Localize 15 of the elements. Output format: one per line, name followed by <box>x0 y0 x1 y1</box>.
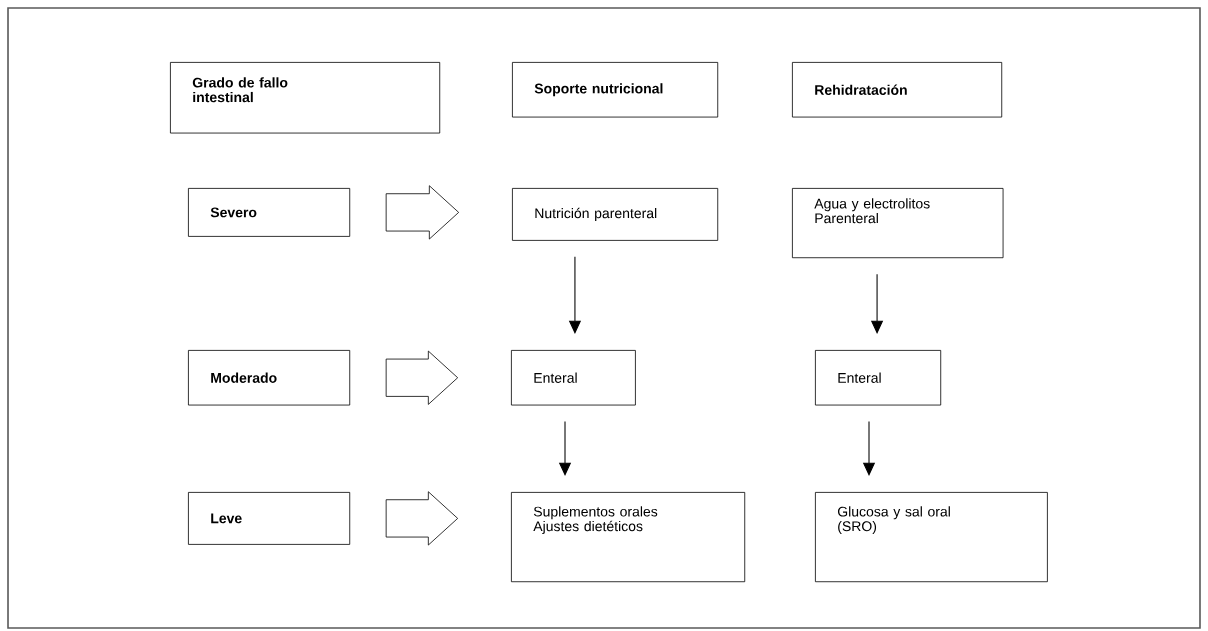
grade-box: Severo <box>188 188 351 237</box>
treatment-box: Enteral <box>815 350 942 406</box>
treatment-box: Agua y electrolitos Parenteral <box>792 188 1004 259</box>
header-box: Rehidratación <box>792 62 1003 118</box>
block-arrow <box>385 491 459 546</box>
treatment-box: Nutrición parenteral <box>512 188 719 241</box>
treatment-box: Suplementos orales Ajustes dietéticos <box>511 492 746 583</box>
block-arrow <box>385 350 459 405</box>
header-box: Grado de fallo intestinal <box>170 62 441 134</box>
block-arrow <box>385 185 460 240</box>
grade-box: Moderado <box>188 350 351 406</box>
treatment-box: Glucosa y sal oral (SRO) <box>815 492 1048 583</box>
grade-box: Leve <box>188 492 351 545</box>
treatment-box: Enteral <box>511 350 636 406</box>
header-box: Soporte nutricional <box>512 62 719 118</box>
